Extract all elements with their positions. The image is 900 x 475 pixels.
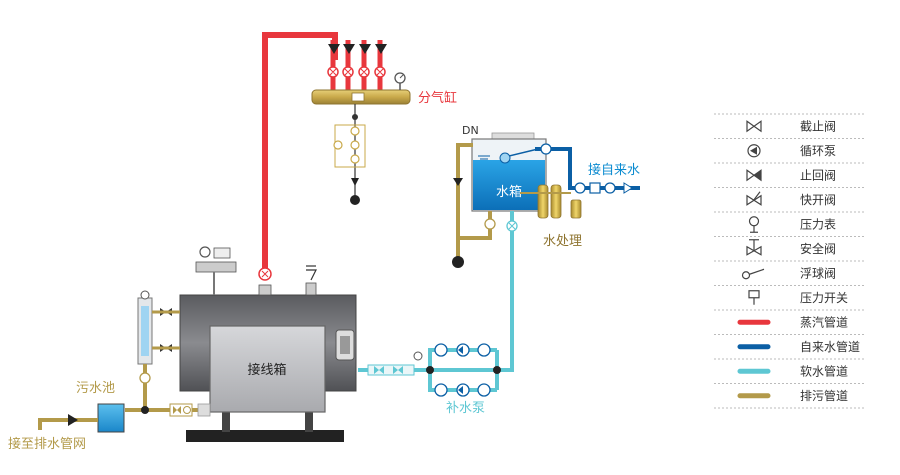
steam-outlet-valves [327, 66, 386, 78]
legend-label: 循环泵 [800, 144, 836, 158]
legend-label: 安全阀 [800, 241, 836, 256]
legend-label: 自来水管道 [800, 339, 860, 354]
legend-label: 蒸汽管道 [800, 314, 848, 329]
water-treatment-unit [520, 184, 582, 219]
legend-label: 快开阀 [800, 193, 836, 207]
legend-label: 止回阀 [800, 168, 836, 182]
legend-label: 压力开关 [800, 291, 848, 305]
tank-drain-pipe [452, 143, 496, 268]
pressure-switch-icon [748, 290, 760, 305]
sewage-drain-pipe [38, 364, 211, 433]
steam-header [311, 72, 411, 105]
drain-network-label: 接至排水管网 [8, 436, 86, 452]
legend-label: 压力表 [800, 217, 836, 231]
legend-label: 软水管道 [800, 363, 848, 378]
safety-valve-icon [746, 239, 762, 256]
steam-header-label: 分气缸 [418, 90, 457, 106]
water-treatment-label: 水处理 [543, 234, 582, 249]
water-tank [471, 132, 547, 212]
water-tank-label: 水箱 [496, 184, 522, 200]
legend-label: 浮球阀 [800, 266, 836, 280]
globe-valve-icon [746, 120, 762, 133]
float-valve-icon [741, 268, 765, 280]
city-water-label: 接自来水 [588, 162, 640, 178]
soft-water-pipe [358, 211, 518, 392]
legend-label: 截止阀 [800, 119, 836, 133]
pressure-gauge-icon [748, 216, 760, 233]
makeup-pumps [367, 343, 491, 397]
check-valve-icon [746, 169, 762, 182]
legend-label: 排污管道 [800, 388, 848, 403]
header-drain [333, 104, 366, 205]
junction-box-label: 接线箱 [247, 362, 286, 378]
legend: 截止阀循环泵止回阀快开阀压力表安全阀浮球阀压力开关蒸汽管道自来水管道软水管道排污… [714, 113, 866, 409]
sewage-pool-label: 污水池 [76, 381, 115, 396]
makeup-pump-label: 补水泵 [446, 401, 485, 416]
city-water-pipe [535, 143, 640, 194]
circulating-pump-icon [747, 144, 761, 158]
quick-open-valve-icon [746, 191, 762, 206]
dn-label: DN [462, 124, 479, 137]
boiler [137, 246, 357, 442]
steam-pipe [262, 32, 387, 275]
